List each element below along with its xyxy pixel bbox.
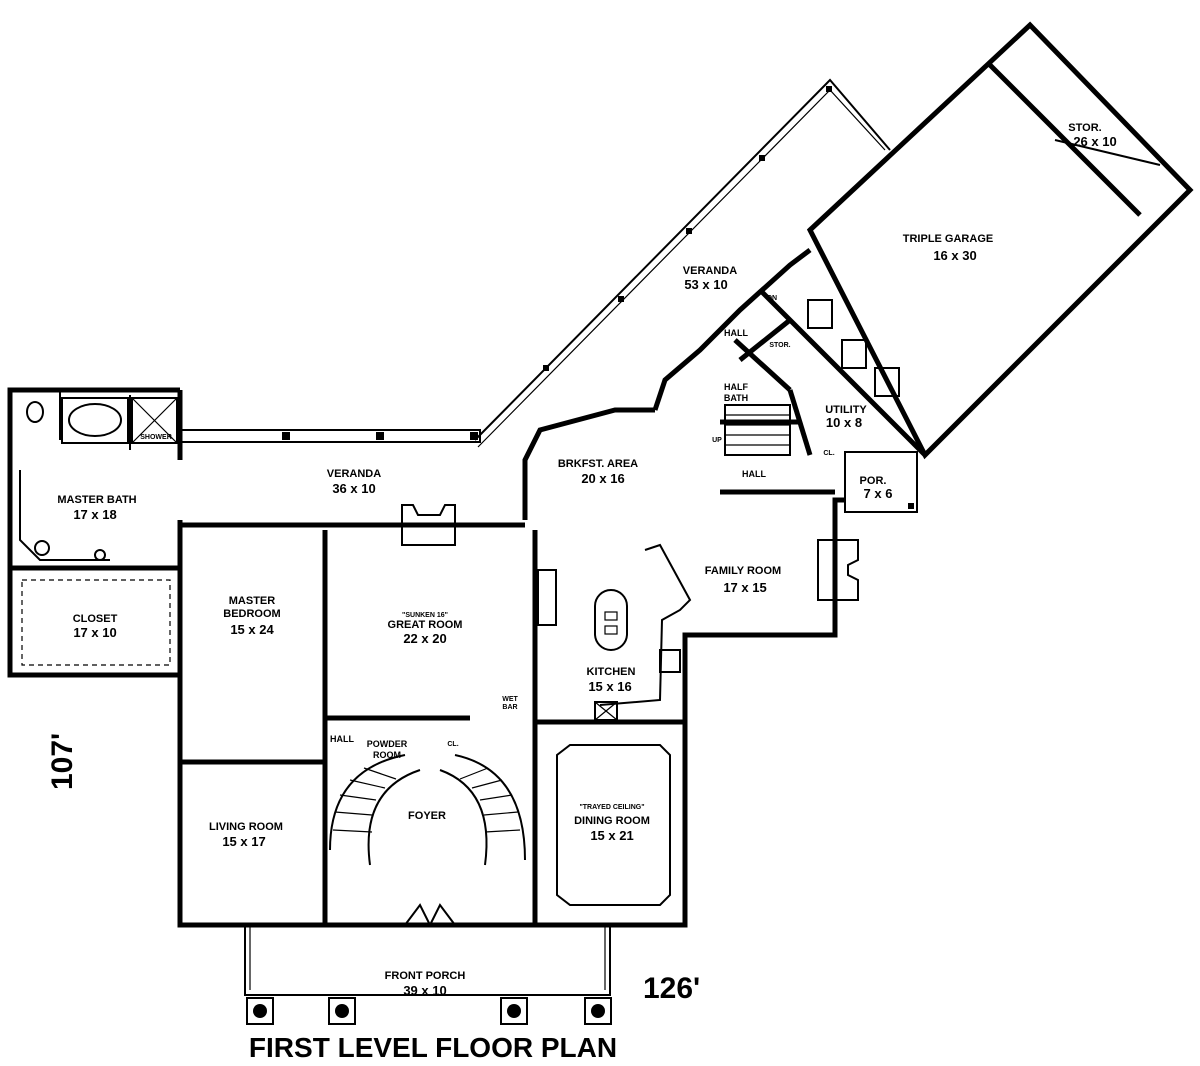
room-dimensions: 15 x 16 bbox=[588, 679, 631, 694]
powder-room-label: POWDER bbox=[367, 739, 408, 749]
room-name-line2: BEDROOM bbox=[223, 608, 280, 620]
porch-column bbox=[328, 997, 356, 1025]
shower-label: SHOWER bbox=[140, 434, 172, 441]
minor-labels: HALL HALL HALL HALF BATH POWDER ROOM WET… bbox=[140, 295, 834, 760]
room-note: "SUNKEN 16" bbox=[402, 612, 448, 619]
room-dimensions: 15 x 17 bbox=[222, 834, 265, 849]
room-family-room: FAMILY ROOM 17 x 15 bbox=[705, 565, 781, 595]
room-name: BRKFST. AREA bbox=[558, 458, 638, 470]
room-triple-garage: TRIPLE GARAGE 16 x 30 bbox=[903, 233, 993, 263]
closet-label: CL. bbox=[823, 450, 834, 457]
room-dimensions: 39 x 10 bbox=[403, 983, 446, 998]
room-dimensions: 16 x 30 bbox=[933, 248, 976, 263]
room-name: DINING ROOM bbox=[574, 815, 650, 827]
stair-treads bbox=[332, 767, 521, 833]
room-dimensions: 26 x 10 bbox=[1073, 134, 1116, 149]
room-note: "TRAYED CEILING" bbox=[579, 804, 644, 811]
room-kitchen: KITCHEN 15 x 16 bbox=[587, 666, 636, 694]
wet-bar-label: WET bbox=[502, 696, 518, 703]
room-dimensions: 15 x 21 bbox=[590, 828, 633, 843]
room-dining-room: "TRAYED CEILING" DINING ROOM 15 x 21 bbox=[574, 804, 650, 843]
room-name: FOYER bbox=[408, 810, 446, 822]
room-name: STOR. bbox=[1068, 122, 1101, 134]
veranda-columns bbox=[282, 86, 832, 440]
hall-label: HALL bbox=[724, 328, 748, 338]
room-utility: UTILITY 10 x 8 bbox=[825, 404, 867, 430]
porch-column bbox=[246, 997, 274, 1025]
room-dimensions: 22 x 20 bbox=[403, 631, 446, 646]
room-storage: STOR. 26 x 10 bbox=[1068, 122, 1116, 149]
porch-column bbox=[584, 997, 612, 1025]
room-living-room: LIVING ROOM 15 x 17 bbox=[209, 821, 283, 849]
room-dimensions: 17 x 18 bbox=[73, 507, 116, 522]
porch-column bbox=[500, 997, 528, 1025]
room-veranda-back: VERANDA 36 x 10 bbox=[327, 468, 381, 496]
dn-label: DN bbox=[767, 295, 777, 302]
room-dimensions: 20 x 16 bbox=[581, 471, 624, 486]
plan-title: FIRST LEVEL FLOOR PLAN bbox=[249, 1032, 617, 1063]
hall-label: HALL bbox=[330, 734, 354, 744]
room-dimensions: 17 x 15 bbox=[723, 580, 766, 595]
exterior-walls bbox=[7, 21, 1194, 928]
powder-room-label: ROOM bbox=[373, 750, 401, 760]
room-porch-side: POR. 7 x 6 bbox=[860, 475, 893, 501]
room-name: KITCHEN bbox=[587, 666, 636, 678]
room-closet: CLOSET 17 x 10 bbox=[73, 613, 118, 640]
room-name: UTILITY bbox=[825, 404, 867, 416]
room-dimensions: 10 x 8 bbox=[826, 415, 862, 430]
room-name: POR. bbox=[860, 475, 887, 487]
room-name: CLOSET bbox=[73, 613, 118, 625]
storage-label: STOR. bbox=[769, 342, 790, 349]
room-dimensions: 17 x 10 bbox=[73, 625, 116, 640]
room-name: MASTER BATH bbox=[57, 494, 136, 506]
overall-width: 126' bbox=[643, 972, 700, 1005]
room-name: FAMILY ROOM bbox=[705, 565, 781, 577]
half-bath-label: HALF bbox=[724, 382, 748, 392]
room-name: FRONT PORCH bbox=[385, 970, 466, 982]
half-bath-label: BATH bbox=[724, 393, 748, 403]
room-dimensions: 15 x 24 bbox=[230, 622, 274, 637]
room-brkfst-area: BRKFST. AREA 20 x 16 bbox=[558, 458, 638, 486]
fixtures bbox=[19, 299, 900, 926]
room-dimensions: 36 x 10 bbox=[332, 481, 375, 496]
room-name: GREAT ROOM bbox=[388, 619, 463, 631]
front-porch bbox=[244, 925, 612, 1025]
room-name: LIVING ROOM bbox=[209, 821, 283, 833]
overall-depth: 107' bbox=[46, 733, 79, 790]
room-master-bedroom: MASTER BEDROOM 15 x 24 bbox=[223, 595, 280, 637]
room-dimensions: 53 x 10 bbox=[684, 277, 727, 292]
room-name: TRIPLE GARAGE bbox=[903, 233, 993, 245]
interior-walls bbox=[10, 288, 927, 925]
hall-label: HALL bbox=[742, 469, 766, 479]
room-veranda-rear: VERANDA 53 x 10 bbox=[683, 265, 737, 292]
room-great-room: "SUNKEN 16" GREAT ROOM 22 x 20 bbox=[388, 612, 463, 646]
room-master-bath: MASTER BATH 17 x 18 bbox=[57, 494, 136, 522]
wet-bar-label: BAR bbox=[502, 704, 517, 711]
room-foyer: FOYER bbox=[408, 810, 446, 822]
room-name: VERANDA bbox=[683, 265, 737, 277]
closet-label: CL. bbox=[447, 741, 458, 748]
up-label: UP bbox=[712, 437, 722, 444]
room-dimensions: 7 x 6 bbox=[864, 486, 893, 501]
room-name-line1: MASTER bbox=[229, 595, 276, 607]
room-name: VERANDA bbox=[327, 468, 381, 480]
room-front-porch: FRONT PORCH 39 x 10 bbox=[385, 970, 466, 998]
